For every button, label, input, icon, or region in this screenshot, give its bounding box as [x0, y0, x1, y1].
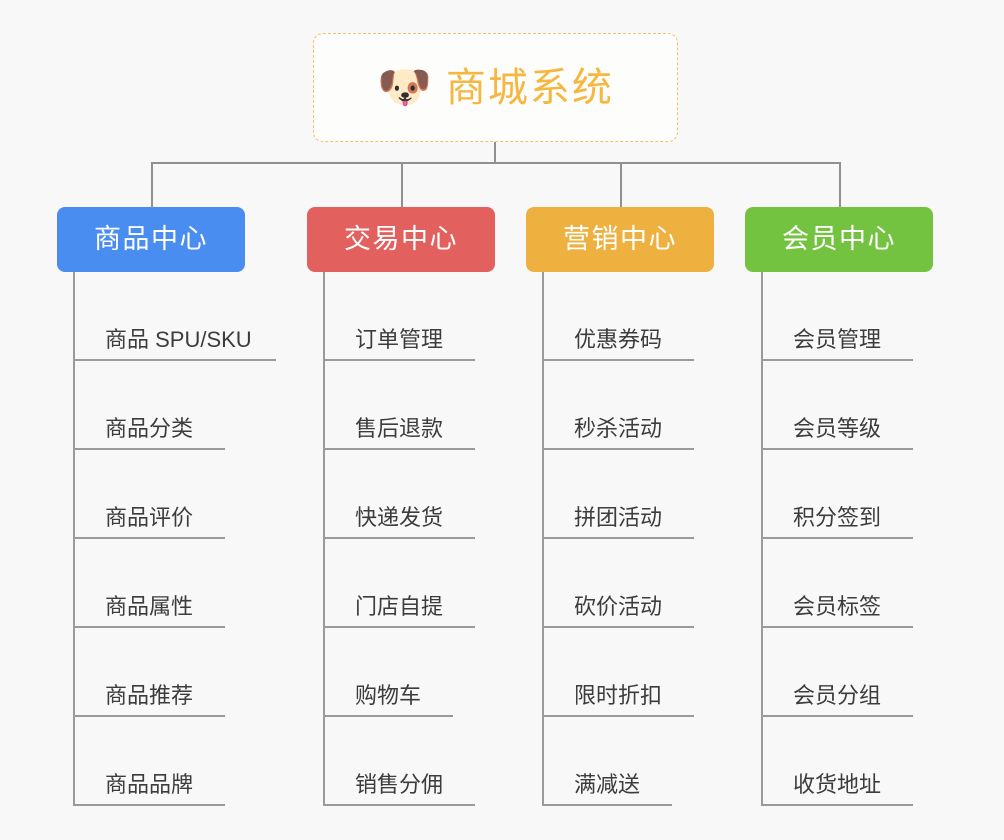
leaf-item-label: 订单管理 [355, 327, 444, 352]
leaf-item-underline [542, 359, 694, 361]
leaf-item-underline [542, 448, 694, 450]
leaf-item[interactable]: 商品品牌 [73, 717, 265, 806]
leaf-item-label: 销售分佣 [355, 772, 444, 797]
leaf-item[interactable]: 销售分佣 [323, 717, 515, 806]
leaf-item-label: 积分签到 [793, 505, 882, 530]
leaf-item-underline [73, 715, 225, 717]
leaf-item[interactable]: 拼团活动 [542, 450, 734, 539]
leaf-item-label: 商品 SPU/SKU [105, 327, 252, 352]
leaf-item-underline [323, 537, 475, 539]
leaf-item[interactable]: 订单管理 [323, 272, 515, 361]
leaf-item-underline [73, 359, 276, 361]
leaf-item[interactable]: 购物车 [323, 628, 493, 717]
leaf-item[interactable]: 会员分组 [761, 628, 953, 717]
category-box-product-center[interactable]: 商品中心 [57, 207, 245, 272]
leaf-item-label: 会员标签 [793, 594, 882, 619]
leaf-item-label: 收货地址 [793, 772, 882, 797]
leaf-item-label: 拼团活动 [574, 505, 663, 530]
leaf-item-label: 砍价活动 [574, 594, 663, 619]
leaf-item-underline [323, 715, 453, 717]
category-label: 营销中心 [563, 224, 677, 254]
category-label: 会员中心 [782, 224, 896, 254]
leaf-item-underline [323, 448, 475, 450]
leaf-item[interactable]: 商品推荐 [73, 628, 265, 717]
leaf-spine [761, 272, 763, 806]
leaf-item[interactable]: 商品分类 [73, 361, 265, 450]
leaf-item-underline [323, 359, 475, 361]
leaf-item[interactable]: 砍价活动 [542, 539, 734, 628]
leaf-item-underline [761, 715, 913, 717]
root-node-mall-system[interactable]: 🐶 商城系统 [313, 33, 678, 142]
leaf-item-underline [761, 448, 913, 450]
category-box-trade-center[interactable]: 交易中心 [307, 207, 495, 272]
shiba-dog-icon: 🐶 [377, 62, 432, 112]
leaf-item-underline [761, 359, 913, 361]
leaf-item-underline [761, 804, 913, 806]
leaf-item-label: 商品品牌 [105, 772, 194, 797]
leaf-item[interactable]: 门店自提 [323, 539, 515, 628]
leaf-item-underline [761, 626, 913, 628]
leaf-item-label: 购物车 [355, 683, 422, 708]
leaf-item-label: 商品分类 [105, 416, 194, 441]
leaf-item-label: 门店自提 [355, 594, 444, 619]
leaf-spine [542, 272, 544, 806]
root-title: 商城系统 [445, 65, 614, 110]
leaf-item[interactable]: 秒杀活动 [542, 361, 734, 450]
category-label: 商品中心 [94, 224, 208, 254]
leaf-item-underline [542, 804, 672, 806]
category-box-marketing-center[interactable]: 营销中心 [526, 207, 714, 272]
leaf-item-underline [323, 626, 475, 628]
leaf-item-underline [542, 715, 694, 717]
leaf-item[interactable]: 满减送 [542, 717, 712, 806]
leaf-item-label: 会员等级 [793, 416, 882, 441]
leaf-item-label: 快递发货 [355, 505, 444, 530]
leaf-item[interactable]: 收货地址 [761, 717, 953, 806]
leaf-item-label: 满减送 [574, 772, 641, 797]
leaf-item-label: 秒杀活动 [574, 416, 663, 441]
category-label: 交易中心 [344, 224, 458, 254]
leaf-item-underline [73, 448, 225, 450]
leaf-item[interactable]: 会员等级 [761, 361, 953, 450]
leaf-spine [323, 272, 325, 806]
leaf-item-underline [73, 804, 225, 806]
leaf-item[interactable]: 快递发货 [323, 450, 515, 539]
leaf-item[interactable]: 限时折扣 [542, 628, 734, 717]
leaf-item[interactable]: 优惠券码 [542, 272, 734, 361]
leaf-item-label: 商品属性 [105, 594, 194, 619]
leaf-item-label: 会员分组 [793, 683, 882, 708]
leaf-item-underline [73, 537, 225, 539]
leaf-item[interactable]: 商品评价 [73, 450, 265, 539]
leaf-item[interactable]: 商品 SPU/SKU [73, 272, 316, 361]
leaf-item-label: 优惠券码 [574, 327, 663, 352]
leaf-item[interactable]: 积分签到 [761, 450, 953, 539]
leaf-item[interactable]: 会员标签 [761, 539, 953, 628]
leaf-item-label: 商品评价 [105, 505, 194, 530]
leaf-item-label: 会员管理 [793, 327, 882, 352]
leaf-item-underline [73, 626, 225, 628]
leaf-item-label: 售后退款 [355, 416, 444, 441]
leaf-item-label: 商品推荐 [105, 683, 194, 708]
leaf-item-underline [323, 804, 475, 806]
leaf-item-underline [761, 537, 913, 539]
leaf-spine [73, 272, 75, 806]
leaf-item-label: 限时折扣 [574, 683, 663, 708]
leaf-item-underline [542, 626, 694, 628]
category-box-member-center[interactable]: 会员中心 [745, 207, 933, 272]
leaf-item-underline [542, 537, 694, 539]
leaf-item[interactable]: 商品属性 [73, 539, 265, 628]
leaf-item[interactable]: 售后退款 [323, 361, 515, 450]
leaf-item[interactable]: 会员管理 [761, 272, 953, 361]
